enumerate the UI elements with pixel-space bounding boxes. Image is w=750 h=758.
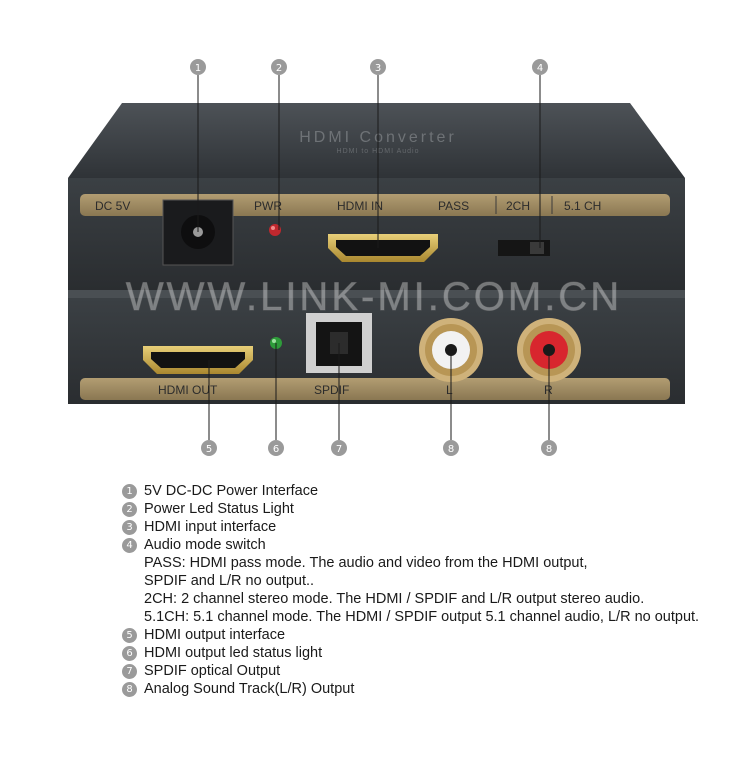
callout-8-left [443,440,459,456]
callout-8l-number: 8 [448,444,454,455]
top-cover [68,103,685,178]
mode-2ch-line: 2CH: 2 channel stereo mode. The HDMI / S… [144,591,645,607]
feature-legend: 1 5V DC-DC Power Interface 2 Power Led S… [122,482,732,698]
legend-item: 4 Audio mode switch [122,536,732,554]
callout-5 [201,440,217,456]
legend-item: 7 SPDIF optical Output [122,662,732,680]
label-pass: PASS [438,199,469,213]
legend-number-badge: 2 [122,501,137,517]
legend-number-badge: 4 [122,537,137,553]
product-photo: HDMI Converter HDMI to HDMI Audio DC 5V … [68,59,685,456]
label-pwr: PWR [254,199,282,213]
legend-number-badge: 5 [122,627,137,643]
legend-number-badge: 6 [122,645,137,661]
converter-top-unit: HDMI Converter HDMI to HDMI Audio DC 5V … [68,103,685,290]
legend-number-badge: 1 [122,483,137,499]
legend-item: 8 Analog Sound Track(L/R) Output [122,680,732,698]
callout-8-right [541,440,557,456]
audio-mode-descriptions: PASS: HDMI pass mode. The audio and vide… [122,554,732,626]
legend-text: SPDIF optical Output [144,663,281,679]
callout-7-number: 7 [336,444,342,455]
callouts-top: 1 2 3 4 [190,59,548,248]
legend-text: Power Led Status Light [144,501,294,517]
legend-text: HDMI output led status light [144,645,323,661]
legend-item: 3 HDMI input interface [122,518,732,536]
legend-item: 2 Power Led Status Light [122,500,732,518]
legend-text: HDMI output interface [144,627,286,643]
callout-3-number: 3 [375,63,381,74]
label-spdif: SPDIF [314,383,349,397]
callout-5-number: 5 [206,444,212,455]
bottom-label-strip [80,378,670,400]
mode-pass-line-cont: SPDIF and L/R no output.. [144,573,315,589]
label-2ch: 2CH [506,199,530,213]
label-hdmi-out: HDMI OUT [158,383,218,397]
legend-text: 5V DC-DC Power Interface [144,483,319,499]
callout-1-number: 1 [195,63,201,74]
label-5-1ch: 5.1 CH [564,199,601,213]
legend-number-badge: 8 [122,681,137,697]
legend-item: 5 HDMI output interface [122,626,732,644]
callout-6 [268,440,284,456]
legend-item: 1 5V DC-DC Power Interface [122,482,732,500]
callout-6-number: 6 [273,444,279,455]
callout-2-number: 2 [276,63,282,74]
legend-number-badge: 7 [122,663,137,679]
legend-item: 6 HDMI output led status light [122,644,732,662]
device-title: HDMI Converter [299,129,457,146]
legend-text: Analog Sound Track(L/R) Output [144,681,355,697]
hdmi-out-port[interactable] [143,346,253,374]
callout-1 [190,59,206,75]
label-hdmi-in: HDMI IN [337,199,383,213]
rca-right-red[interactable] [517,318,581,382]
label-dc5v: DC 5V [95,199,130,213]
mode-5-1ch-line: 5.1CH: 5.1 channel mode. The HDMI / SPDI… [144,609,700,625]
label-l: L [446,383,453,397]
callout-8r-number: 8 [546,444,552,455]
mode-pass-line: PASS: HDMI pass mode. The audio and vide… [144,555,588,571]
legend-text: Audio mode switch [144,537,266,553]
callouts-bottom: 5 6 7 8 8 [201,343,557,456]
watermark-text: WWW.LINK-MI.COM.CN [126,275,622,319]
callout-2 [271,59,287,75]
legend-number-badge: 3 [122,519,137,535]
callout-4 [532,59,548,75]
callout-3 [370,59,386,75]
callout-4-number: 4 [537,63,543,74]
legend-text: HDMI input interface [144,519,277,535]
hdmi-in-port[interactable] [328,234,438,262]
callout-7 [331,440,347,456]
